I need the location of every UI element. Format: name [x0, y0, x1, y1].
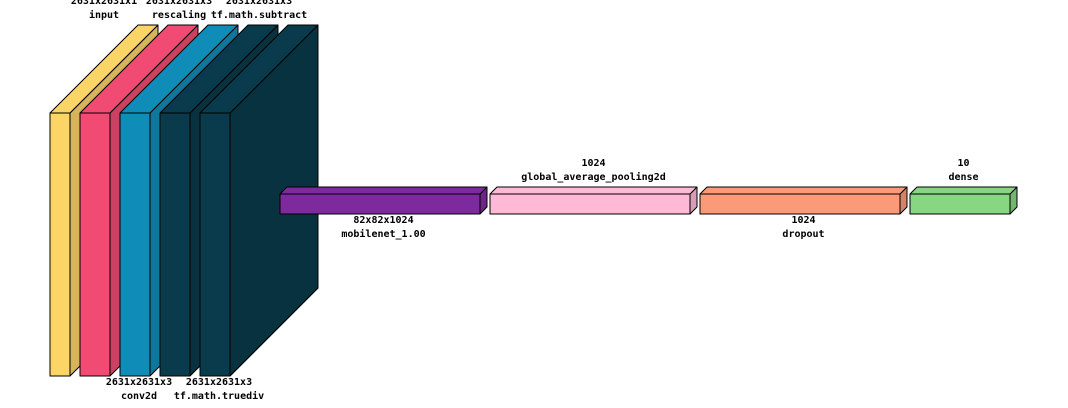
layer-labels: 2631x2631x1 input 2631x2631x3 conv2d 2631x26… [71, 0, 979, 402]
layer-name-label: dense [948, 172, 978, 183]
block-front-face [119, 112, 151, 377]
layer-block-tf-math-subtract [199, 24, 319, 377]
block-front-face [79, 112, 111, 377]
block-top-face [909, 186, 1018, 195]
layer-shape-label: 82x82x1024 [353, 215, 413, 226]
block-top-face [699, 186, 908, 195]
layer-block-mobilenet-1-00 [279, 186, 488, 215]
layer-shape-label: 1024 [791, 215, 815, 226]
layer-shape-label: 2631x2631x3 [146, 0, 212, 7]
block-front-face [699, 193, 901, 215]
layer-blocks [49, 24, 1018, 377]
block-top-face [489, 186, 698, 195]
layer-shape-label: 2631x2631x1 [71, 0, 137, 7]
layer-shape-label: 2631x2631x3 [226, 0, 292, 7]
block-front-face [279, 193, 481, 215]
layer-name-label: dropout [782, 229, 824, 240]
layer-name-label: mobilenet_1.00 [341, 228, 425, 240]
layer-name-label: conv2d [121, 391, 157, 402]
block-top-face [279, 186, 488, 195]
layer-shape-label: 1024 [581, 158, 605, 169]
block-front-face [49, 112, 71, 377]
layer-block-global-average-pooling2d [489, 186, 698, 215]
layer-block-dense [909, 186, 1018, 215]
layer-name-label: rescaling [152, 9, 206, 21]
block-front-face [159, 112, 191, 377]
layer-shape-label: 10 [957, 158, 969, 169]
layer-name-label: input [89, 9, 119, 21]
layer-shape-label: 2631x2631x3 [186, 377, 252, 388]
layer-name-label: tf.math.subtract [211, 10, 307, 21]
block-front-face [199, 112, 231, 377]
block-front-face [489, 193, 691, 215]
layer-name-label: tf.math.truediv [174, 390, 264, 402]
block-front-face [909, 193, 1011, 215]
layer-name-label: global_average_pooling2d [521, 171, 666, 183]
layer-block-dropout [699, 186, 908, 215]
layer-shape-label: 2631x2631x3 [106, 377, 172, 388]
